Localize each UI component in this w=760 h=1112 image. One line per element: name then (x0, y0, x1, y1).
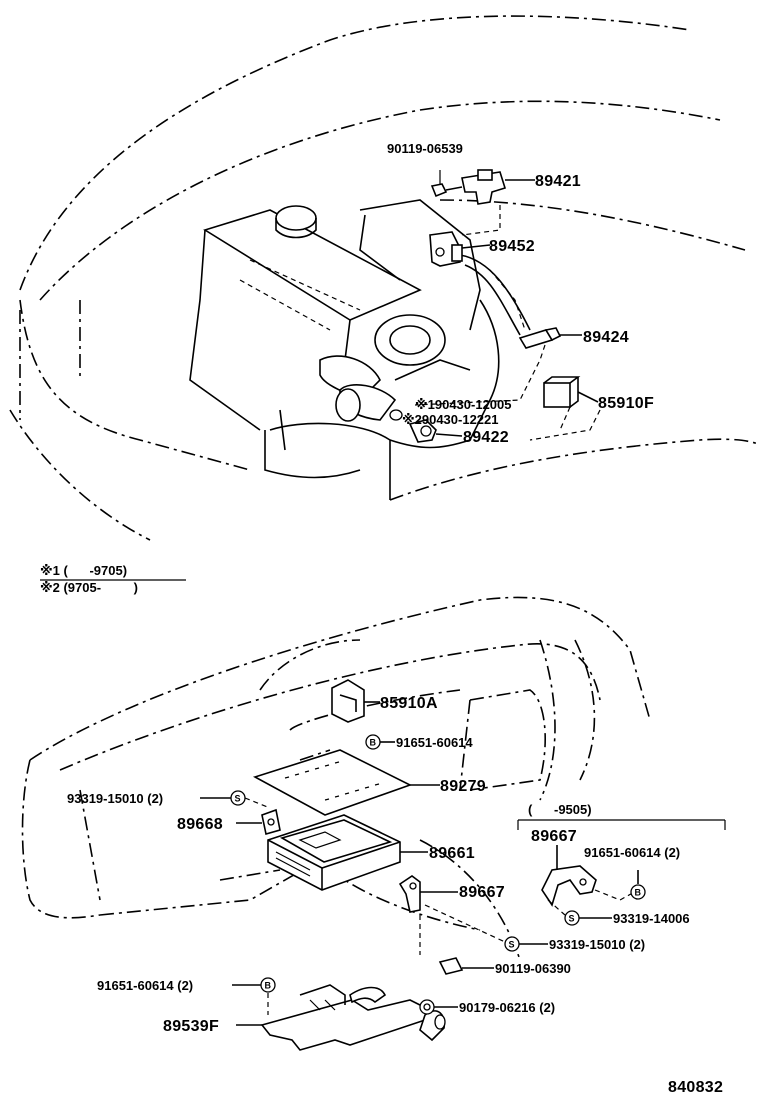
label-90430-12221: ※290430-12221 (402, 412, 499, 427)
label-89421: 89421 (535, 173, 581, 190)
label-85910A: 85910A (380, 695, 438, 712)
part-89422-sensor (389, 409, 463, 443)
label-89422: 89422 (463, 429, 509, 446)
leader-lines-top (414, 205, 601, 441)
part-85910A-relay (331, 679, 380, 723)
part-85910F-relay (543, 376, 599, 408)
note-2: ※2 (9705- ) (40, 580, 138, 595)
label-89452: 89452 (489, 238, 535, 255)
label-89661: 89661 (429, 845, 475, 862)
label-93319-15010-b: 93319-15010 (2) (549, 937, 645, 952)
label-90179-06216: 90179-06216 (2) (459, 1000, 555, 1015)
note-1: ※1 ( -9705) (40, 563, 127, 578)
svg-text:B: B (370, 738, 377, 748)
year-notes: ※1 ( -9705) ※2 (9705- ) (40, 563, 186, 595)
part-89668-bracket (236, 808, 281, 836)
svg-text:S: S (569, 914, 575, 924)
label-90430-12005: ※190430-12005 (415, 397, 512, 412)
label-93319-14006: 93319-14006 (613, 911, 690, 926)
svg-text:B: B (635, 888, 642, 898)
label-89539F: 89539F (163, 1018, 219, 1035)
part-89452-sensor (429, 231, 491, 267)
label-89424: 89424 (583, 329, 629, 346)
part-89667-bracket (398, 875, 458, 913)
part-90119-06390-bolt (419, 915, 494, 975)
label-91651-60614-b: 91651-60614 (2) (584, 845, 680, 860)
part-90119-06539-bolt (430, 170, 463, 198)
svg-text:S: S (509, 940, 515, 950)
dashboard-illustration (21, 596, 651, 961)
part-89661-ecu (267, 814, 428, 891)
label-89668: 89668 (177, 816, 223, 833)
part-89424-sensor (518, 327, 582, 349)
label-90119-06539: 90119-06539 (387, 141, 463, 156)
part-89279-plate (252, 749, 440, 816)
label-inset-range: ( -9505) (528, 802, 592, 817)
bolt-b-marker-inset (630, 884, 646, 900)
label-91651-60614-a: 91651-60614 (396, 735, 473, 750)
label-93319-15010-a: 93319-15010 (2) (67, 791, 163, 806)
svg-text:B: B (265, 981, 272, 991)
part-89421-vsv (461, 169, 535, 205)
engine-bay-illustration (9, 15, 760, 541)
svg-text:S: S (235, 794, 241, 804)
diagram-id: 840832 (668, 1079, 723, 1096)
part-89539F-bracket (236, 984, 446, 1051)
label-89279: 89279 (440, 778, 486, 795)
label-85910F: 85910F (598, 395, 654, 412)
label-91651-60614-c: 91651-60614 (2) (97, 978, 193, 993)
label-89667-main: 89667 (459, 884, 505, 901)
label-89667-inset: 89667 (531, 828, 577, 845)
label-90119-06390: 90119-06390 (495, 961, 571, 976)
